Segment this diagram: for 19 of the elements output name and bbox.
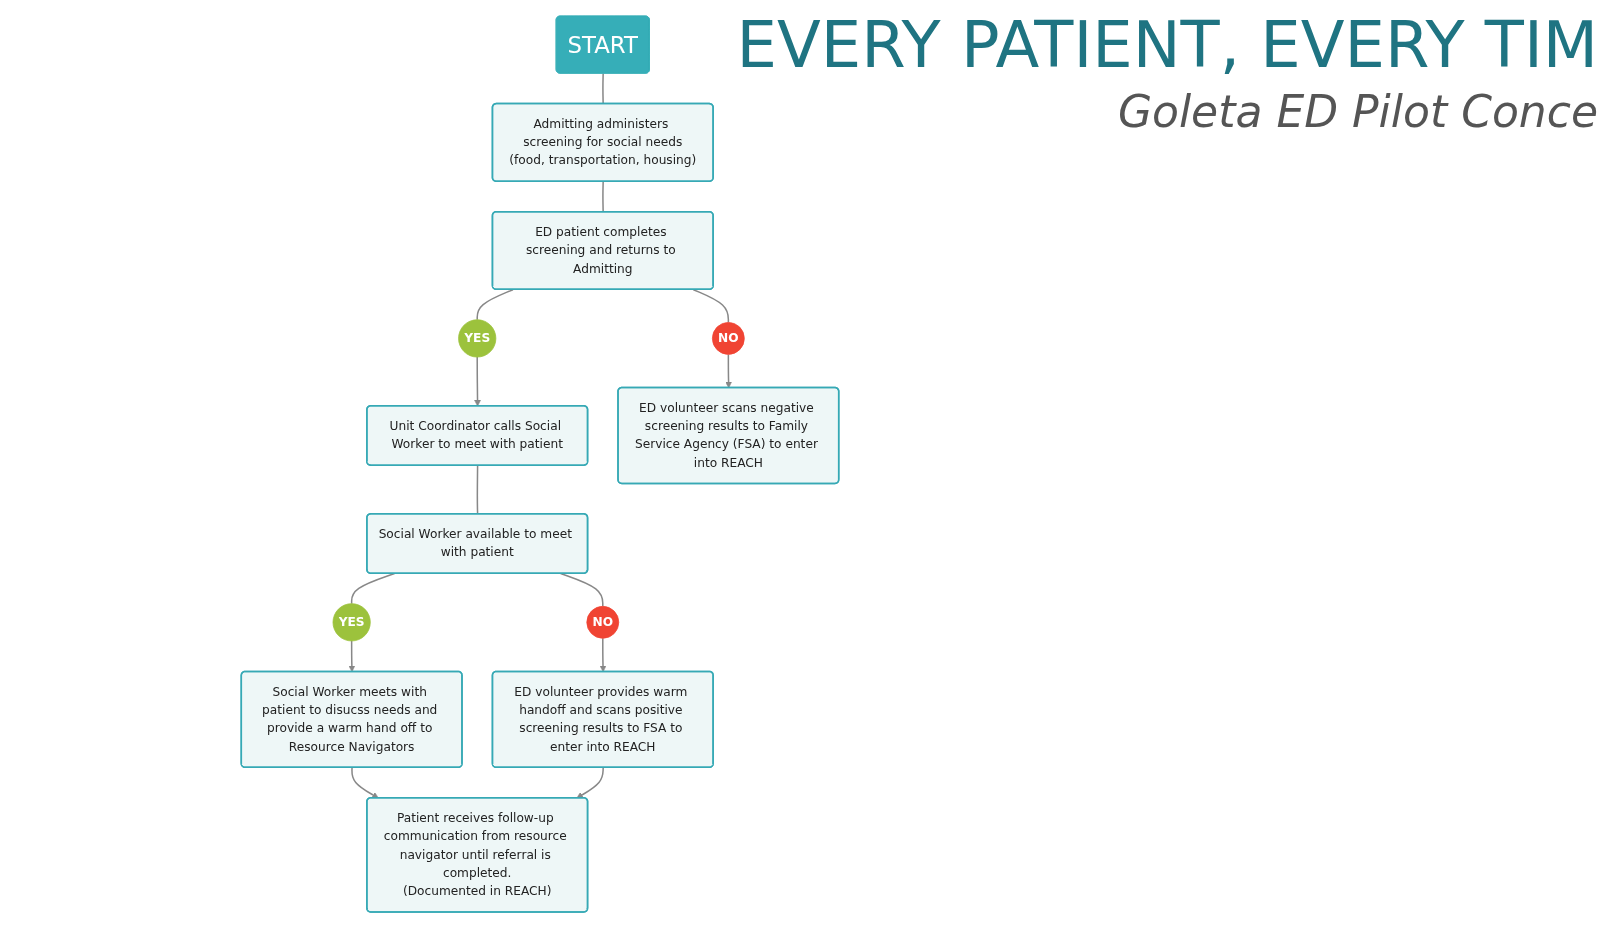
connector xyxy=(476,288,514,321)
connector xyxy=(602,72,604,105)
arrow xyxy=(576,766,604,799)
arrow xyxy=(348,640,356,673)
arrow xyxy=(351,766,379,799)
title: EVERY PATIENT, EVERY TIM xyxy=(736,8,1598,82)
connector xyxy=(602,180,604,213)
connector xyxy=(692,288,730,324)
node-circle: NO xyxy=(586,605,620,639)
arrow xyxy=(599,637,607,673)
arrow xyxy=(474,356,481,407)
connector xyxy=(350,572,396,605)
node-circle: NO xyxy=(712,322,745,355)
node-circle: YES xyxy=(458,319,497,358)
arrow xyxy=(725,353,732,389)
connector xyxy=(559,572,604,608)
subtitle: Goleta ED Pilot Conce xyxy=(1116,86,1598,137)
node-circle: YES xyxy=(332,603,371,642)
connector xyxy=(476,464,479,515)
